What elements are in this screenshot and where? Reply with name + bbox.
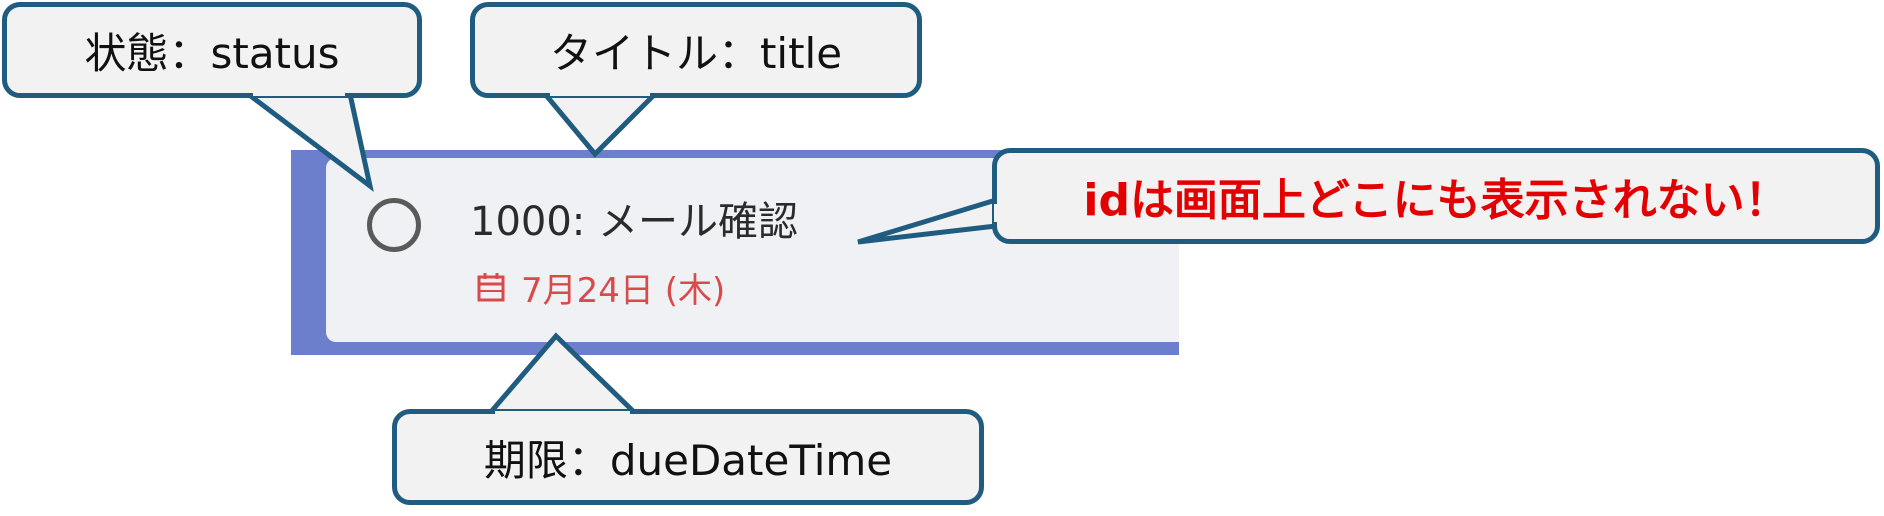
title-callout-text: タイトル：title: [549, 28, 843, 78]
due-pointer: [484, 332, 642, 416]
due-date-text: 7月24日 (木): [521, 270, 726, 311]
title-pointer: [539, 91, 662, 158]
status-pointer: [240, 91, 374, 193]
status-circle-icon[interactable]: [367, 198, 421, 252]
status-callout: 状態：status: [2, 2, 422, 98]
calendar-icon: [477, 273, 505, 302]
id-warning-callout: idは画面上どこにも表示されない！: [992, 148, 1880, 244]
id-warning-text: idは画面上どこにも表示されない！: [1083, 175, 1789, 226]
task-title: 1000: メール確認: [470, 199, 798, 245]
id-pointer: [857, 196, 999, 245]
due-callout-text: 期限：dueDateTime: [483, 435, 893, 485]
title-callout: タイトル：title: [470, 2, 922, 98]
status-callout-text: 状態：status: [84, 28, 340, 78]
due-callout: 期限：dueDateTime: [392, 409, 984, 505]
due-date-row: 7月24日 (木): [477, 262, 725, 312]
